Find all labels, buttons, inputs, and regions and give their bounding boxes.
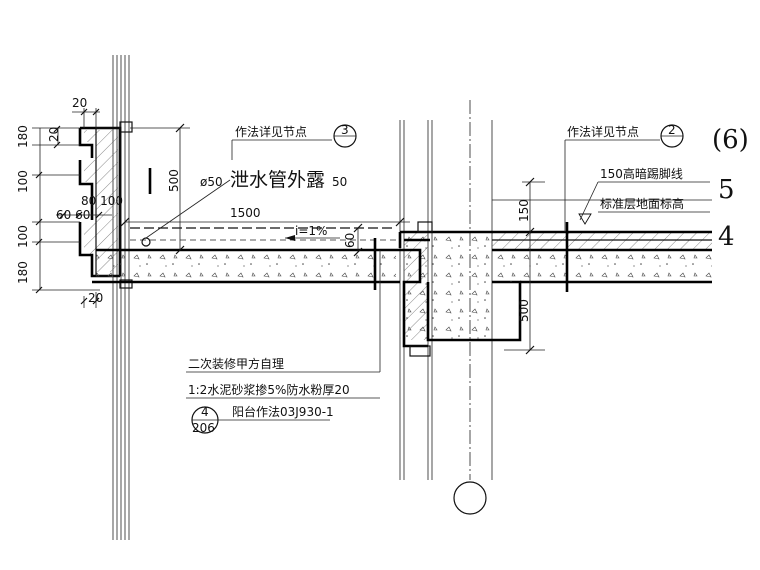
- ref-left-label: 作法详见节点: [235, 124, 307, 139]
- dim-60-step: 60: [343, 233, 357, 248]
- dim-1500: 1500: [230, 206, 261, 220]
- dim-100-lower: 100: [16, 225, 30, 248]
- finish-note-2: 1:2水泥砂浆掺5%防水粉厚20: [188, 382, 350, 397]
- break-lines: [148, 168, 569, 292]
- drain-pipe-label: 泄水管外露: [230, 169, 325, 191]
- balcony-slab: [92, 227, 400, 284]
- dim-500-left: 500: [167, 169, 181, 192]
- ref-left-number: 3: [341, 123, 349, 137]
- finish-note-1: 二次装修甲方自理: [188, 356, 284, 371]
- skirting-label: 150高暗踢脚线: [600, 166, 683, 181]
- slope-label: i=1%: [295, 224, 327, 238]
- wall-beam: [396, 221, 522, 357]
- skirting-leader: [578, 181, 710, 225]
- dim-20-bottom: 20: [88, 291, 103, 305]
- axis-label-6: (6): [712, 125, 749, 155]
- dim-20-side: 20: [47, 127, 61, 142]
- pipe-dia-left: ø50: [200, 175, 223, 189]
- finish-notes-leader: [186, 250, 381, 434]
- ref-right-label: 作法详见节点: [567, 124, 639, 139]
- callout-right: [564, 124, 684, 232]
- floor-level-label: 标准层地面标高: [600, 196, 684, 211]
- dim-100-upper: 100: [16, 170, 30, 193]
- left-dimension-texts: 20 20 180 100 80 100 60 60 100 180 20: [16, 96, 123, 305]
- interior-floor: [492, 199, 712, 284]
- balcony-ref-page: 206: [192, 421, 215, 435]
- axis-label-4: 4: [718, 222, 735, 252]
- dim-500-left-line: [130, 123, 190, 255]
- dim-150: 150: [517, 199, 531, 222]
- balcony-method-label: 阳台作法03J930-1: [232, 404, 334, 419]
- left-dimensions: [32, 108, 112, 308]
- balcony-ref-number: 4: [201, 405, 209, 419]
- callout-left: [231, 124, 357, 160]
- drain-pipe: [141, 179, 231, 247]
- dim-80-100: 80 100: [81, 194, 123, 208]
- slope-arrow: [285, 235, 340, 241]
- dim-20-top: 20: [72, 96, 87, 110]
- ref-right-number: 2: [668, 123, 676, 137]
- dim-1500-line: [120, 217, 410, 227]
- pipe-dia-right: 50: [332, 175, 347, 189]
- right-dimension-lines: [504, 177, 545, 355]
- dim-500-right: 500: [517, 299, 531, 322]
- dim-180-lower: 180: [16, 261, 30, 284]
- dim-60-60: 60 60: [56, 208, 90, 222]
- axis-bubble: [453, 481, 487, 515]
- axis-label-5: 5: [718, 175, 735, 205]
- dim-180-top: 180: [16, 125, 30, 148]
